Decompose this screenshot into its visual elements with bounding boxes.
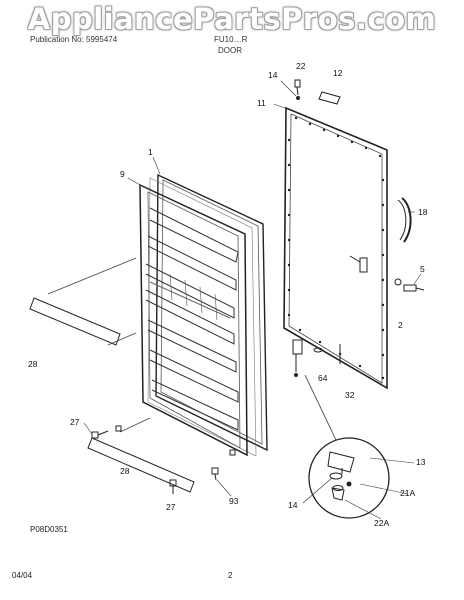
callout-5: 5 bbox=[420, 264, 425, 274]
callout-22a: 22A bbox=[374, 518, 390, 528]
callout-14-top: 14 bbox=[268, 70, 278, 80]
callout-11: 11 bbox=[257, 98, 266, 108]
top-screw bbox=[294, 79, 301, 100]
callout-13: 13 bbox=[416, 457, 426, 467]
screws bbox=[91, 425, 236, 494]
callout-27-bottom: 27 bbox=[166, 502, 176, 512]
callout-93: 93 bbox=[229, 496, 239, 506]
callout-12: 12 bbox=[333, 68, 343, 78]
callout-9: 9 bbox=[120, 169, 125, 179]
watermark: AppliancePartsPros.com bbox=[27, 2, 437, 36]
detail-leader bbox=[304, 374, 337, 441]
callout-22-top: 22 bbox=[296, 61, 306, 71]
callout-32: 32 bbox=[345, 390, 355, 400]
model-number: FU10…R bbox=[214, 35, 248, 44]
shelf-bar-bottom bbox=[87, 437, 195, 493]
shelf-bar-left bbox=[29, 297, 121, 346]
inner-door-liner bbox=[139, 183, 248, 457]
callout-64: 64 bbox=[318, 373, 328, 383]
outer-door-panel bbox=[283, 106, 388, 390]
hinge-detail bbox=[308, 437, 390, 519]
callout-28-left: 28 bbox=[28, 359, 38, 369]
callout-14-detail: 14 bbox=[288, 500, 298, 510]
callout-27-left: 27 bbox=[70, 417, 80, 427]
publication-number: Publication No: 5995474 bbox=[30, 35, 118, 44]
label-plate bbox=[318, 91, 341, 105]
section-title: DOOR bbox=[218, 46, 242, 55]
callout-21a: 21A bbox=[400, 488, 416, 498]
callout-18: 18 bbox=[418, 207, 428, 217]
callout-2: 2 bbox=[398, 320, 403, 330]
callout-28-bottom: 28 bbox=[120, 466, 130, 476]
latch-assembly bbox=[349, 255, 425, 292]
page-number: 2 bbox=[228, 571, 233, 580]
figure-code: P08D0351 bbox=[30, 525, 68, 534]
footer-date: 04/04 bbox=[12, 571, 33, 580]
door-shelves bbox=[145, 207, 239, 431]
hinge-bracket bbox=[292, 339, 341, 377]
door-gasket bbox=[147, 173, 268, 457]
door-handle bbox=[397, 197, 412, 243]
callout-1: 1 bbox=[148, 147, 153, 157]
